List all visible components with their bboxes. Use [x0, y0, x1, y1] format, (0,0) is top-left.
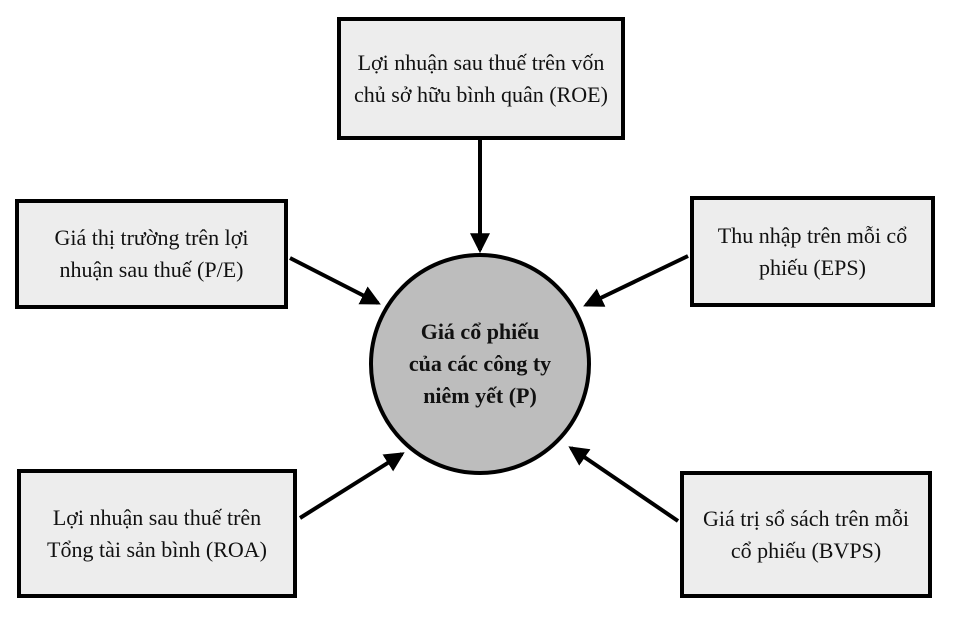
factor-box-bvps: Giá trị sổ sách trên mỗi cổ phiếu (BVPS): [680, 471, 932, 598]
factor-label-eps: Thu nhập trên mỗi cổ phiếu (EPS): [717, 222, 908, 280]
center-label: Giá cổ phiếu của các công ty niêm yết (P…: [408, 319, 552, 408]
factor-box-roa: Lợi nhuận sau thuế trên Tổng tài sản bìn…: [17, 469, 297, 598]
factor-box-roe: Lợi nhuận sau thuế trên vốn chủ sở hữu b…: [337, 17, 625, 140]
arrow-bvps-to-center: [568, 446, 680, 523]
arrow-roa-to-center: [298, 452, 405, 520]
arrow-eps-to-center: [583, 254, 689, 307]
center-circle-stock-price: Giá cổ phiếu của các công ty niêm yết (P…: [369, 253, 591, 475]
factor-box-pe: Giá thị trường trên lợi nhuận sau thuế (…: [15, 199, 288, 309]
factor-label-roe: Lợi nhuận sau thuế trên vốn chủ sở hữu b…: [354, 49, 608, 107]
factor-label-roa: Lợi nhuận sau thuế trên Tổng tài sản bìn…: [47, 504, 267, 562]
factor-label-pe: Giá thị trường trên lợi nhuận sau thuế (…: [54, 225, 249, 282]
factor-label-bvps: Giá trị sổ sách trên mỗi cổ phiếu (BVPS): [703, 505, 909, 563]
factor-box-eps: Thu nhập trên mỗi cổ phiếu (EPS): [690, 196, 935, 307]
arrow-pe-to-center: [289, 256, 381, 305]
